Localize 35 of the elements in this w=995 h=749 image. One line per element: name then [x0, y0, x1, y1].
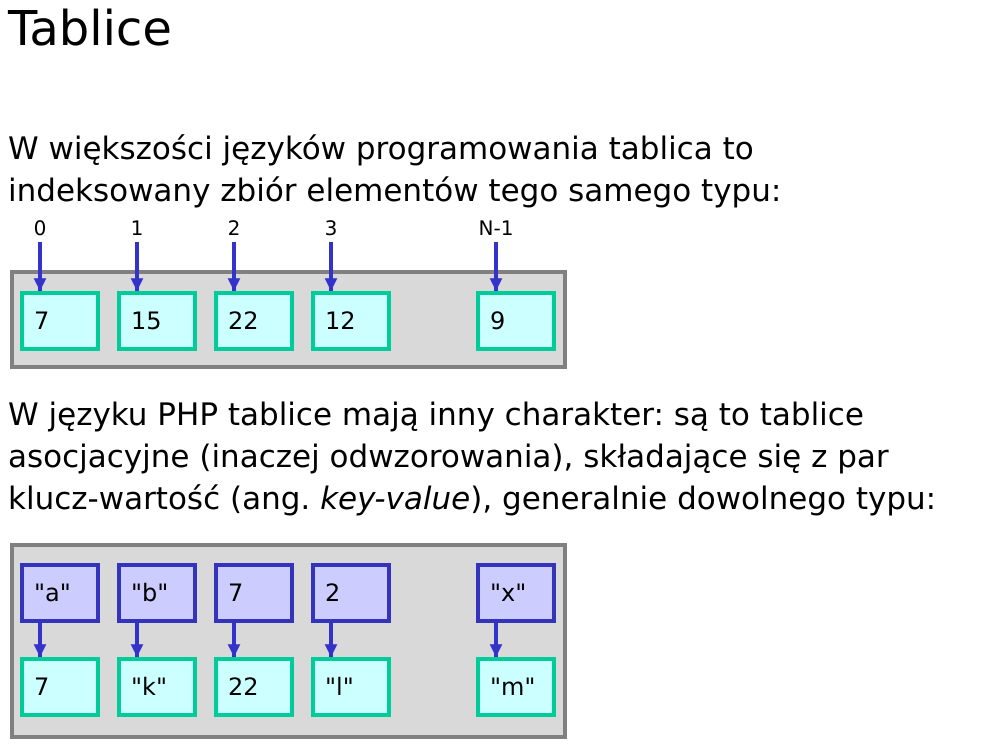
arrow	[324, 242, 338, 291]
value-cell: "m"	[476, 657, 556, 717]
slide-title: Tablice	[8, 0, 172, 58]
value-cell: 15	[117, 291, 197, 351]
value-cell: 22	[214, 291, 294, 351]
index-label: 1	[107, 216, 167, 242]
arrow	[324, 623, 338, 657]
value-cell: 7	[20, 657, 100, 717]
arrow	[34, 242, 46, 291]
array-box	[10, 270, 567, 369]
arrow	[228, 242, 240, 291]
value-cell: 12	[311, 291, 391, 351]
index-label: 0	[10, 216, 70, 242]
paragraph: W języku PHP tablice mają inny charakter: są to tablice asocjacyjne (inaczej odwzorowania), składające się z par klucz-wartość (ang. key-value), generalnie dowolnego typu:	[8, 396, 938, 519]
arrow	[490, 623, 502, 657]
key-cell: "b"	[117, 563, 197, 623]
value-cell: 22	[214, 657, 294, 717]
index-label: 2	[204, 216, 264, 242]
key-cell: 2	[311, 563, 391, 623]
paragraph: W większości języków programowania tablica to indeksowany zbiór elementów tego samego typu:	[8, 130, 782, 211]
index-label: N-1	[466, 216, 526, 242]
value-cell: "k"	[117, 657, 197, 717]
value-cell: 9	[476, 291, 556, 351]
index-label: 3	[301, 216, 361, 242]
key-cell: "a"	[20, 563, 100, 623]
key-cell: "x"	[476, 563, 556, 623]
arrow	[130, 242, 144, 291]
key-cell: 7	[214, 563, 294, 623]
value-cell: "l"	[311, 657, 391, 717]
value-cell: 7	[20, 291, 100, 351]
array-box	[10, 543, 567, 739]
arrow	[490, 242, 502, 291]
arrow	[130, 623, 144, 657]
arrow	[228, 623, 240, 657]
arrow	[34, 623, 46, 657]
